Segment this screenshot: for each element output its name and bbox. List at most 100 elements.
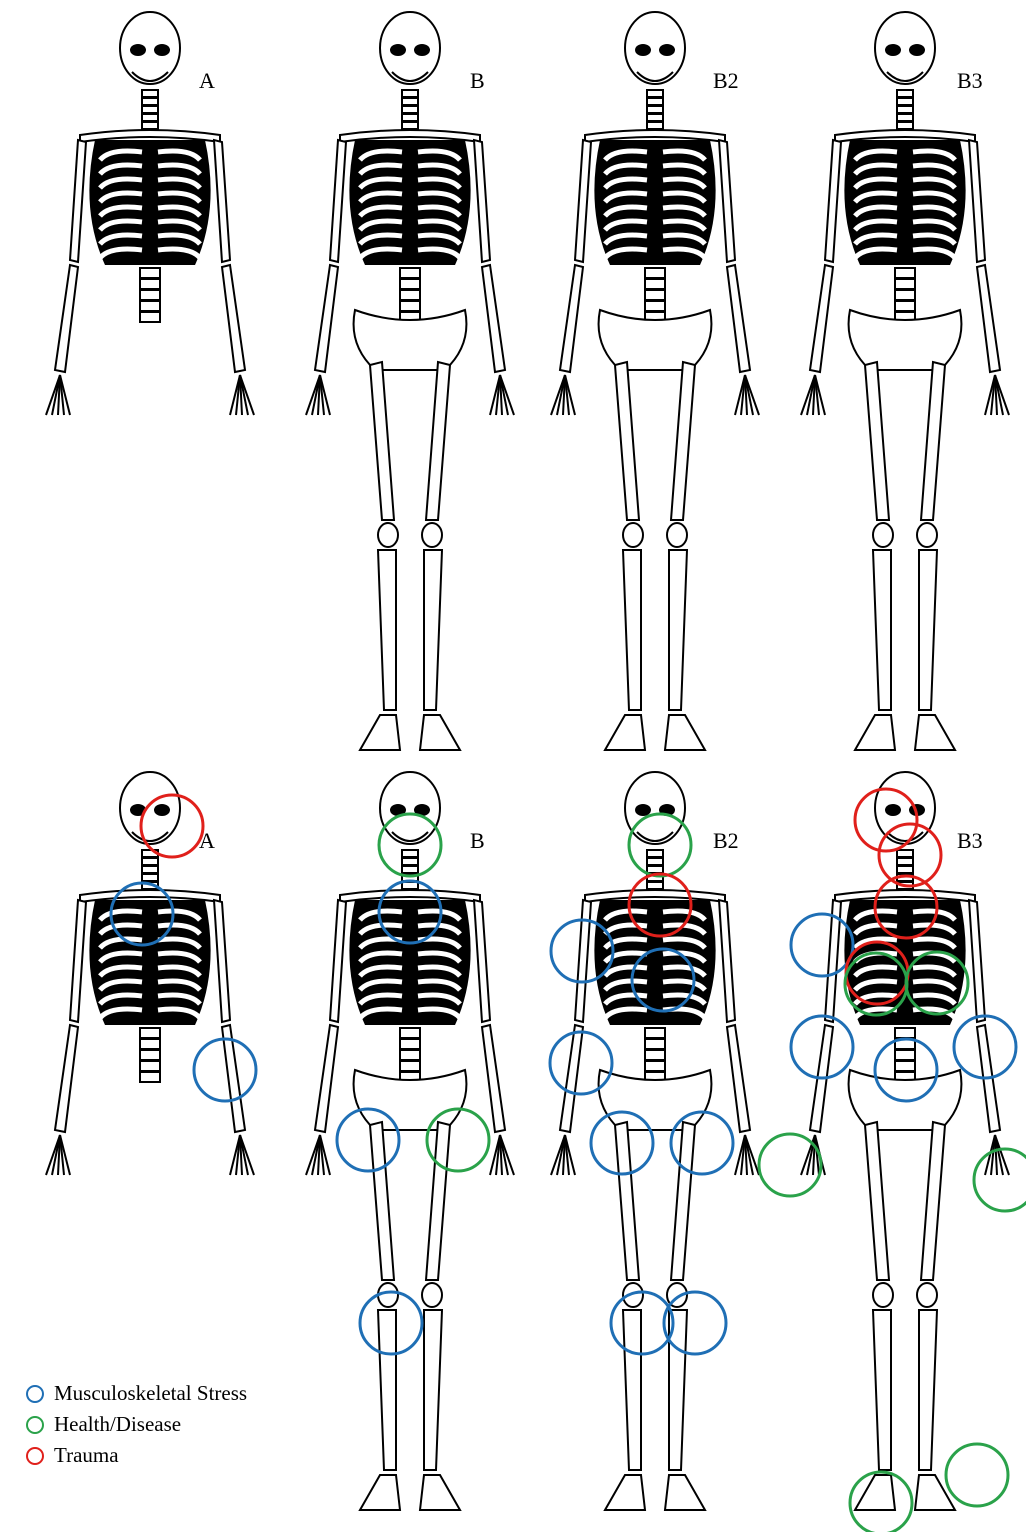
right-forearm <box>222 265 245 372</box>
skeleton-panel-top <box>551 12 759 750</box>
right-humerus <box>969 900 985 1022</box>
pelvis <box>849 310 962 370</box>
lumbar-vertebra <box>140 1028 160 1038</box>
cervical-vertebra <box>402 114 418 121</box>
cervical-vertebra <box>142 98 158 105</box>
left-foot <box>605 715 645 750</box>
lumbar-vertebra <box>400 301 420 311</box>
lumbar-vertebra <box>140 301 160 311</box>
right-humerus <box>474 140 490 262</box>
eye-socket <box>909 44 925 56</box>
cervical-vertebra <box>897 122 913 129</box>
cervical-vertebra <box>647 850 663 857</box>
right-foot <box>665 715 705 750</box>
lumbar-vertebra <box>400 290 420 300</box>
lumbar-vertebra <box>140 1072 160 1082</box>
legend-label: Health/Disease <box>54 1412 181 1437</box>
right-tibia <box>424 550 442 710</box>
skeleton-panel-bottom <box>551 772 759 1510</box>
cervical-vertebra <box>647 866 663 873</box>
lumbar-vertebra <box>645 1061 665 1071</box>
lumbar-vertebra <box>140 290 160 300</box>
lumbar-vertebra <box>645 1028 665 1038</box>
cervical-vertebra <box>402 850 418 857</box>
eye-socket <box>154 44 170 56</box>
left-foot <box>855 715 895 750</box>
right-forearm <box>482 1025 505 1132</box>
cervical-vertebra <box>647 122 663 129</box>
rib-cage <box>844 140 965 265</box>
right-humerus <box>719 140 735 262</box>
panel-label-top-a: A <box>199 68 215 94</box>
cervical-vertebra <box>402 866 418 873</box>
left-humerus <box>575 900 591 1022</box>
lumbar-vertebra <box>140 268 160 278</box>
lumbar-vertebra <box>895 1050 915 1060</box>
eye-socket <box>130 44 146 56</box>
rib-cage <box>349 900 470 1025</box>
lumbar-vertebra <box>895 1028 915 1038</box>
left-tibia <box>378 550 396 710</box>
legend-label: Musculoskeletal Stress <box>54 1381 247 1406</box>
eye-socket <box>635 804 651 816</box>
panel-label-bottom-a: A <box>199 828 215 854</box>
rib-cage <box>349 140 470 265</box>
left-forearm <box>810 265 833 372</box>
legend-label: Trauma <box>54 1443 119 1468</box>
lumbar-vertebra <box>645 1050 665 1060</box>
left-patella <box>873 523 893 547</box>
panel-label-bottom-b: B <box>470 828 485 854</box>
cervical-vertebra <box>897 850 913 857</box>
lumbar-vertebra <box>400 1061 420 1071</box>
right-femur <box>426 1122 450 1280</box>
left-humerus <box>330 140 346 262</box>
lumbar-vertebra <box>895 301 915 311</box>
legend-item-trauma: Trauma <box>26 1440 247 1471</box>
right-forearm <box>727 265 750 372</box>
right-patella <box>422 1283 442 1307</box>
right-patella <box>917 1283 937 1307</box>
panel-label-bottom-b2: B2 <box>713 828 739 854</box>
left-forearm <box>560 1025 583 1132</box>
eye-socket <box>390 44 406 56</box>
right-tibia <box>919 550 937 710</box>
lumbar-vertebra <box>140 1050 160 1060</box>
lumbar-vertebra <box>400 1050 420 1060</box>
pelvis <box>354 1070 467 1130</box>
left-femur <box>370 362 394 520</box>
left-femur <box>865 1122 889 1280</box>
lumbar-vertebra <box>140 279 160 289</box>
lumbar-vertebra <box>400 1039 420 1049</box>
musculoskeletal-stress-ring <box>791 914 853 976</box>
cervical-vertebra <box>647 106 663 113</box>
cervical-vertebra <box>647 882 663 889</box>
blue-circle-icon <box>26 1385 44 1403</box>
cervical-vertebra <box>897 90 913 97</box>
lumbar-vertebra <box>645 301 665 311</box>
right-patella <box>667 523 687 547</box>
lumbar-vertebra <box>645 268 665 278</box>
pelvis <box>599 310 712 370</box>
lumbar-vertebra <box>895 268 915 278</box>
skeleton-panel-bottom <box>46 772 254 1175</box>
right-humerus <box>214 900 230 1022</box>
panel-label-top-b: B <box>470 68 485 94</box>
left-tibia <box>873 550 891 710</box>
cervical-vertebra <box>142 122 158 129</box>
left-patella <box>378 523 398 547</box>
right-forearm <box>977 265 1000 372</box>
right-foot <box>915 715 955 750</box>
left-femur <box>615 362 639 520</box>
lumbar-vertebra <box>645 1039 665 1049</box>
legend-item-health: Health/Disease <box>26 1409 247 1440</box>
skeleton-panel-bottom <box>801 772 1009 1510</box>
left-femur <box>370 1122 394 1280</box>
cervical-vertebra <box>402 106 418 113</box>
lumbar-vertebra <box>895 279 915 289</box>
left-foot <box>605 1475 645 1510</box>
left-humerus <box>825 140 841 262</box>
left-tibia <box>623 550 641 710</box>
skeleton-panel-top <box>306 12 514 750</box>
